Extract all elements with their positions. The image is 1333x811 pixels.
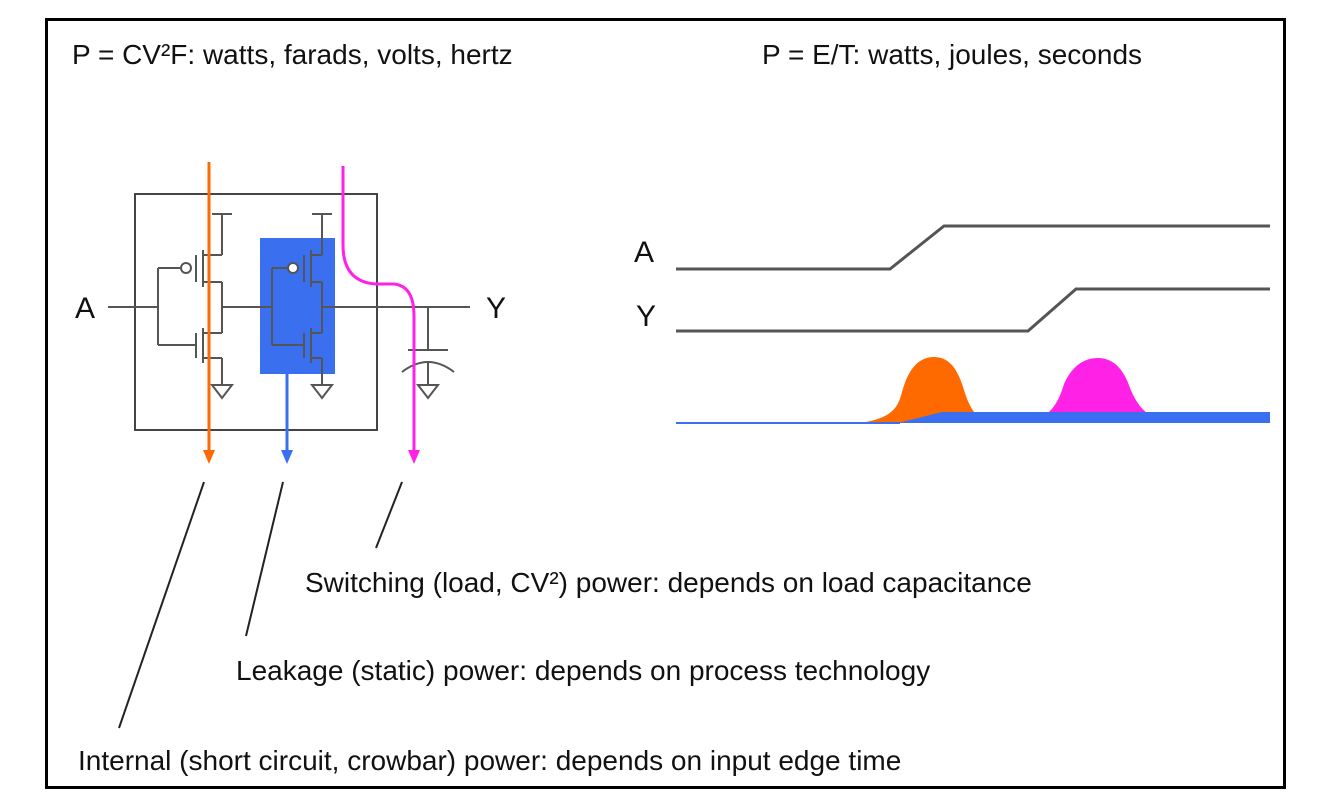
equation-cv2f: P = CV²F: watts, farads, volts, hertz [72,39,513,70]
switching-description: Switching (load, CV²) power: depends on … [305,567,1032,598]
waveform-y [676,287,1270,333]
waveform-y-label: Y [636,300,656,333]
switching-current-pulse [1026,358,1170,423]
leakage-description: Leakage (static) power: depends on proce… [236,655,930,686]
circuit-output-label: Y [486,292,506,325]
inverter-circuits [108,213,470,400]
leakage-arrow-icon [281,450,293,464]
switching-power-path [341,166,416,452]
leader-lines [118,481,403,729]
switching-arrow-icon [408,450,420,464]
internal-arrow-icon [203,450,215,464]
pmos-bubble-icon [287,262,299,274]
equation-et: P = E/T: watts, joules, seconds [762,39,1142,70]
waveform-a-label: A [634,236,654,269]
waveform-a [676,224,1270,271]
internal-description: Internal (short circuit, crowbar) power:… [78,745,901,776]
pmos-bubble-icon [180,262,192,274]
internal-current-pulse [860,357,990,423]
gate-box [134,193,378,431]
circuit-input-label: A [75,292,95,325]
leakage-current-band [676,412,1270,423]
